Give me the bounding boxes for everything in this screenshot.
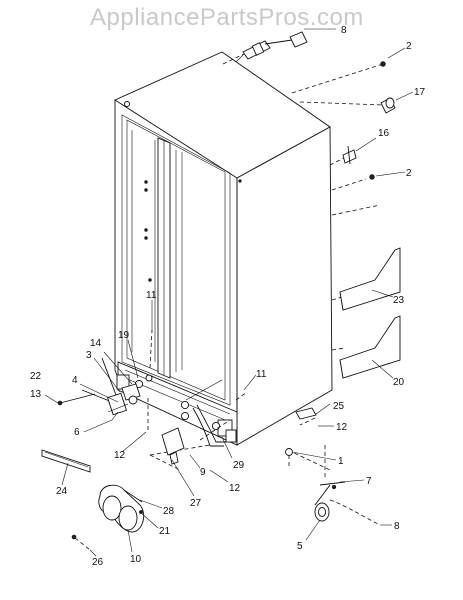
grille-24 [41,449,91,473]
water-tube [196,404,226,443]
screw-26 [71,534,77,540]
callout-27: 27 [190,498,202,509]
callout-6: 6 [74,427,80,438]
fitting-17 [380,97,396,114]
liner-frame [121,114,231,406]
callout-20: 20 [393,377,405,388]
bracket-25 [295,407,317,420]
callout-16: 16 [378,128,390,139]
leveler-5 [314,481,381,526]
callout-2-mid: 2 [406,168,412,179]
left-hinge-parts [57,357,141,421]
callout-11-left: 11 [146,290,157,301]
refrigerator-cabinet [114,51,333,447]
callout-13: 13 [30,389,42,400]
cabinet-right-side [236,126,333,446]
cover-10 [98,484,145,533]
callout-12-right: 12 [336,422,348,433]
panel-23 [339,247,401,311]
callout-9: 9 [200,467,206,478]
callout-8-bottom: 8 [394,521,400,532]
callout-4: 4 [72,375,78,386]
screw-2-top [380,61,386,67]
bracket-27 [161,427,185,465]
callout-labels: 8 2 17 16 2 23 20 11 11 19 14 3 22 4 13 … [30,25,426,568]
callout-12-bottom: 12 [229,483,241,494]
bracket-16 [342,145,357,165]
screw-2-mid [369,174,375,180]
callout-7: 7 [366,476,372,487]
water-valve-assembly [235,31,308,63]
watermark: AppliancePartsPros.com [90,4,364,31]
callout-8-top: 8 [341,25,347,36]
callout-24: 24 [56,486,68,497]
grommet-1 [285,448,293,456]
callout-11-right: 11 [256,369,267,380]
callout-14: 14 [90,338,102,349]
callout-5: 5 [297,541,303,552]
callout-21: 21 [159,526,171,537]
callout-22: 22 [30,371,42,382]
callout-1: 1 [338,456,344,467]
callout-leaders [44,28,414,557]
callout-10: 10 [130,554,142,565]
callout-3: 3 [86,350,92,361]
callout-2-top: 2 [406,41,412,52]
callout-25: 25 [333,401,345,412]
callout-17: 17 [414,87,426,98]
callout-23: 23 [393,295,405,306]
liner-inner-frame [126,119,226,401]
callout-12-left: 12 [114,450,126,461]
callout-29: 29 [233,460,245,471]
screw-26-leader [74,537,91,551]
callout-26: 26 [92,557,104,568]
callout-19: 19 [118,330,130,341]
panel-20 [339,315,401,379]
callout-28: 28 [163,506,175,517]
